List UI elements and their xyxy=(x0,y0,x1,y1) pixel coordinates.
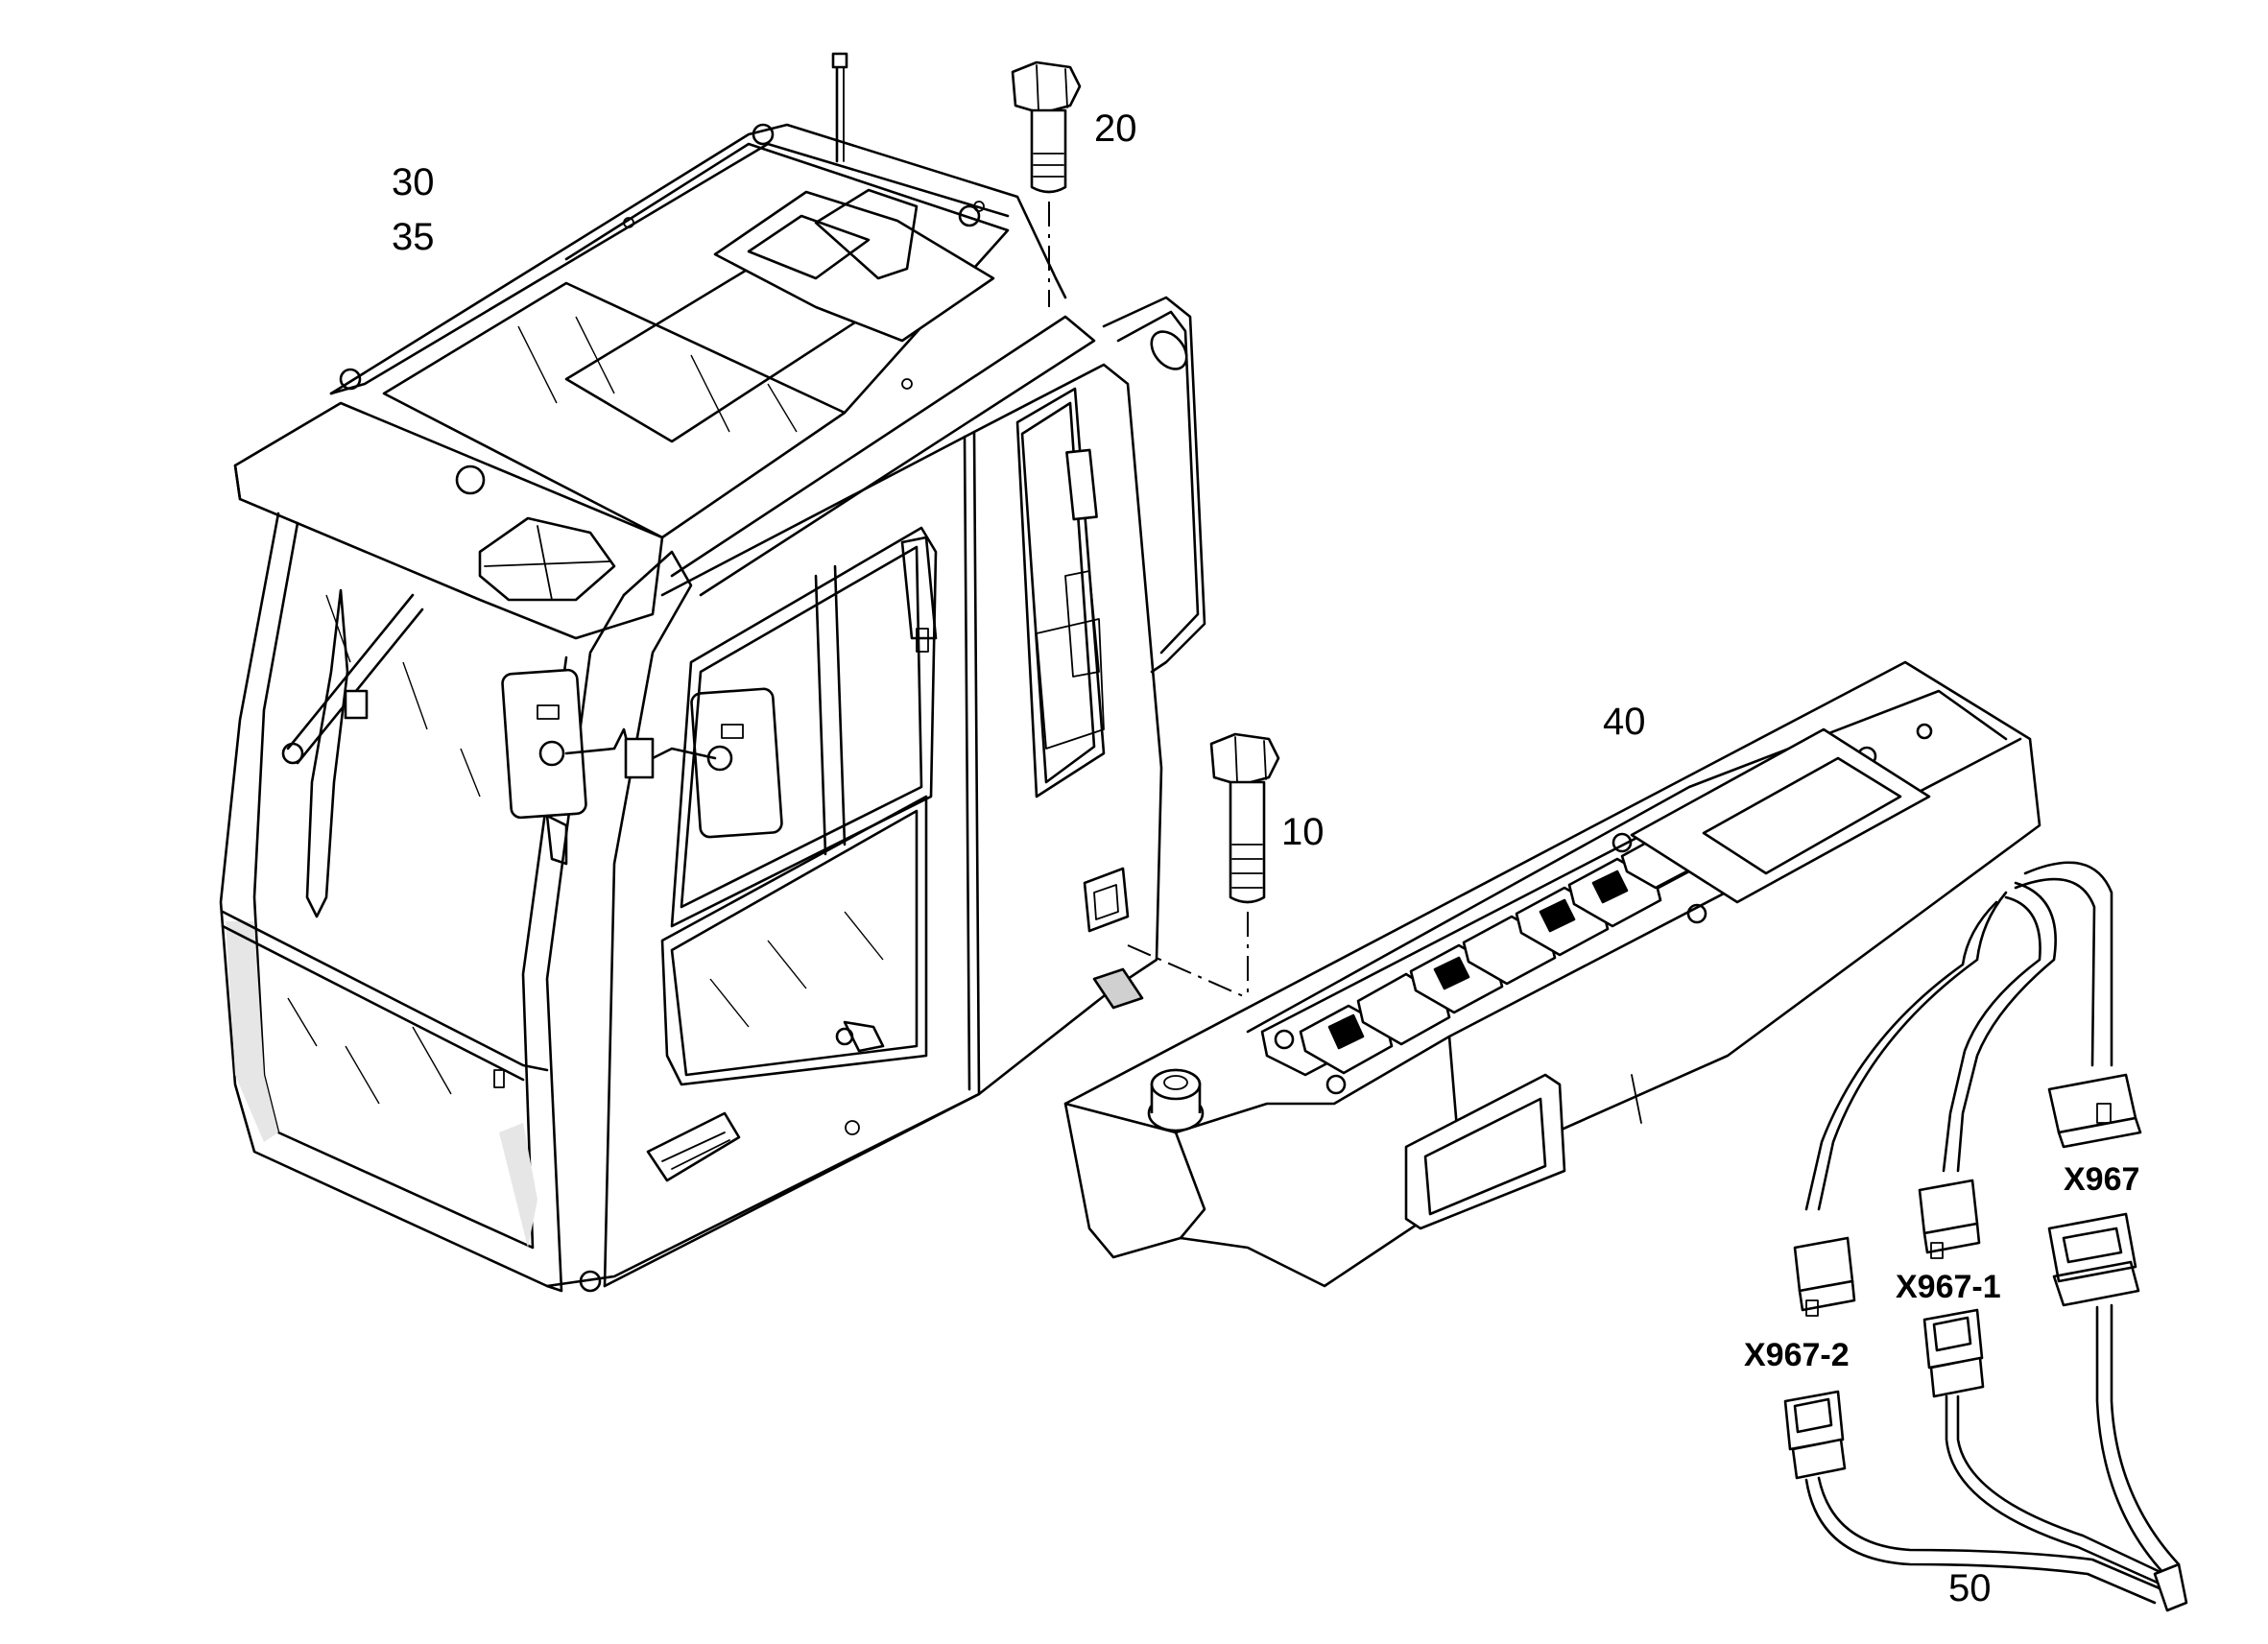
rocker-switches xyxy=(1299,833,1694,1075)
connector-x967-socket xyxy=(2047,1212,2140,1307)
connector-x967-2-plug xyxy=(1793,1236,1856,1317)
callout-35: 35 xyxy=(392,216,435,258)
connector-label-x967-1: X967-1 xyxy=(1896,1269,2001,1305)
operator-cab xyxy=(219,52,1206,1293)
bolt-10 xyxy=(1127,732,1280,999)
connector-label-x967-2: X967-2 xyxy=(1744,1337,1850,1373)
connector-label-x967: X967 xyxy=(2064,1161,2139,1198)
connector-x967-2-socket xyxy=(1783,1390,1847,1480)
front-glass xyxy=(287,316,798,1105)
switch-console xyxy=(1063,660,2041,1288)
callout-30: 30 xyxy=(392,161,435,203)
side-mirror-left xyxy=(501,668,587,820)
roof-hatch xyxy=(713,188,995,343)
callout-40: 40 xyxy=(1603,701,1646,743)
cab-door xyxy=(603,430,981,1288)
cab-antenna xyxy=(831,52,848,163)
wire-harness xyxy=(1783,861,2188,1612)
callout-20: 20 xyxy=(1094,107,1137,150)
side-mirror-right xyxy=(690,687,783,839)
console-display xyxy=(1630,727,1931,904)
bolt-20 xyxy=(1011,60,1082,307)
connector-x967-1-plug xyxy=(1918,1179,1981,1259)
connector-x967-plug xyxy=(2047,1073,2142,1149)
rear-hand-rail xyxy=(1102,296,1206,674)
callout-10: 10 xyxy=(1281,811,1325,853)
emergency-stop-button xyxy=(1147,1068,1205,1132)
callout-50: 50 xyxy=(1948,1567,1992,1609)
front-sunvisor xyxy=(233,401,664,640)
windshield-wiper xyxy=(281,588,424,918)
cab-side-panel xyxy=(1083,867,1144,1010)
connector-x967-1-socket xyxy=(1922,1308,1985,1398)
